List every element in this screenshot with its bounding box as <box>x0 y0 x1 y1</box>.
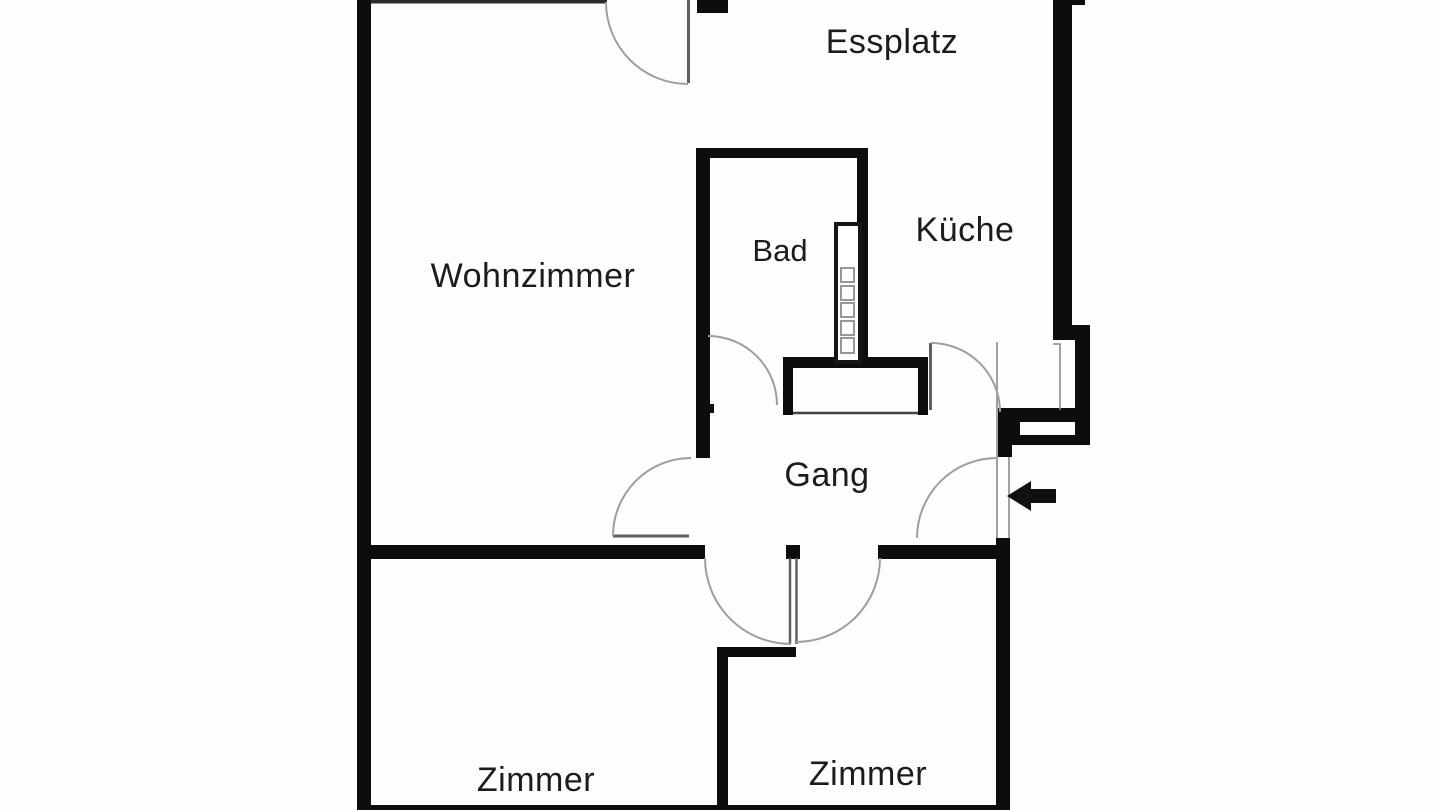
shaft <box>834 222 862 364</box>
wall-bad-door-post <box>706 404 714 413</box>
thin-lines <box>996 342 1061 538</box>
closet-left <box>783 357 793 415</box>
room-label-zimmer-right: Zimmer <box>809 755 927 793</box>
room-label-bad: Bad <box>752 233 807 268</box>
shaft-cell <box>840 320 855 336</box>
entrance-arrow-icon <box>1007 481 1056 511</box>
door-leaves <box>613 0 932 644</box>
room-label-zimmer-left: Zimmer <box>477 761 595 799</box>
door-arc-bad <box>707 335 778 406</box>
door-arc-zimmer-right <box>795 557 881 643</box>
room-label-kueche: Küche <box>916 211 1015 249</box>
wall-east-outer-strip <box>1075 325 1090 445</box>
room-label-gang: Gang <box>784 456 869 494</box>
wall-doors-center-post <box>786 545 800 559</box>
shaft-cell <box>840 285 855 301</box>
wall-stub-essplatz <box>697 0 728 13</box>
door-arc-top-essplatz <box>605 1 689 85</box>
wall-bad-top <box>696 148 868 158</box>
door-arc-wohnzimmer <box>612 457 692 537</box>
wall-bad-left <box>696 148 710 458</box>
door-arc-kueche <box>930 342 1001 413</box>
wall-entry-slot-cap <box>998 422 1020 435</box>
wall-bad-right <box>857 148 868 363</box>
shaft-cell <box>840 267 855 283</box>
wall-outer-right <box>1053 0 1072 340</box>
room-label-wohnzimmer: Wohnzimmer <box>431 257 636 295</box>
door-arc-entrance <box>916 457 998 539</box>
wall-outer-right-topnub <box>1072 0 1085 5</box>
wall-zimmer-divider-horiz <box>717 647 796 657</box>
shaft-cell <box>840 337 855 354</box>
entry-step-line <box>1053 343 1061 410</box>
wall-right-lower <box>996 538 1010 810</box>
wall-entry-above-door <box>998 445 1012 457</box>
wall-gang-bottom-left <box>357 545 705 559</box>
door-arc-zimmer-left <box>704 557 792 645</box>
shaft-cell <box>840 302 855 318</box>
wall-top-cutline <box>371 0 607 4</box>
shaft-cells <box>840 267 855 354</box>
wall-outer-left <box>357 0 371 810</box>
wall-entry-band-top <box>998 408 1090 422</box>
room-label-essplatz: Essplatz <box>826 23 959 61</box>
wall-zimmer-divider-vert <box>717 647 728 810</box>
wall-gang-bottom-right <box>878 545 1010 559</box>
door-arcs <box>605 1 1001 645</box>
room-labels: Essplatz Wohnzimmer Bad Küche Gang Zimme… <box>431 23 1015 799</box>
closet-right <box>918 357 928 415</box>
wall-bottom-edge <box>357 805 1010 810</box>
wall-entry-band-bottom <box>998 435 1090 445</box>
walls <box>357 0 1090 810</box>
